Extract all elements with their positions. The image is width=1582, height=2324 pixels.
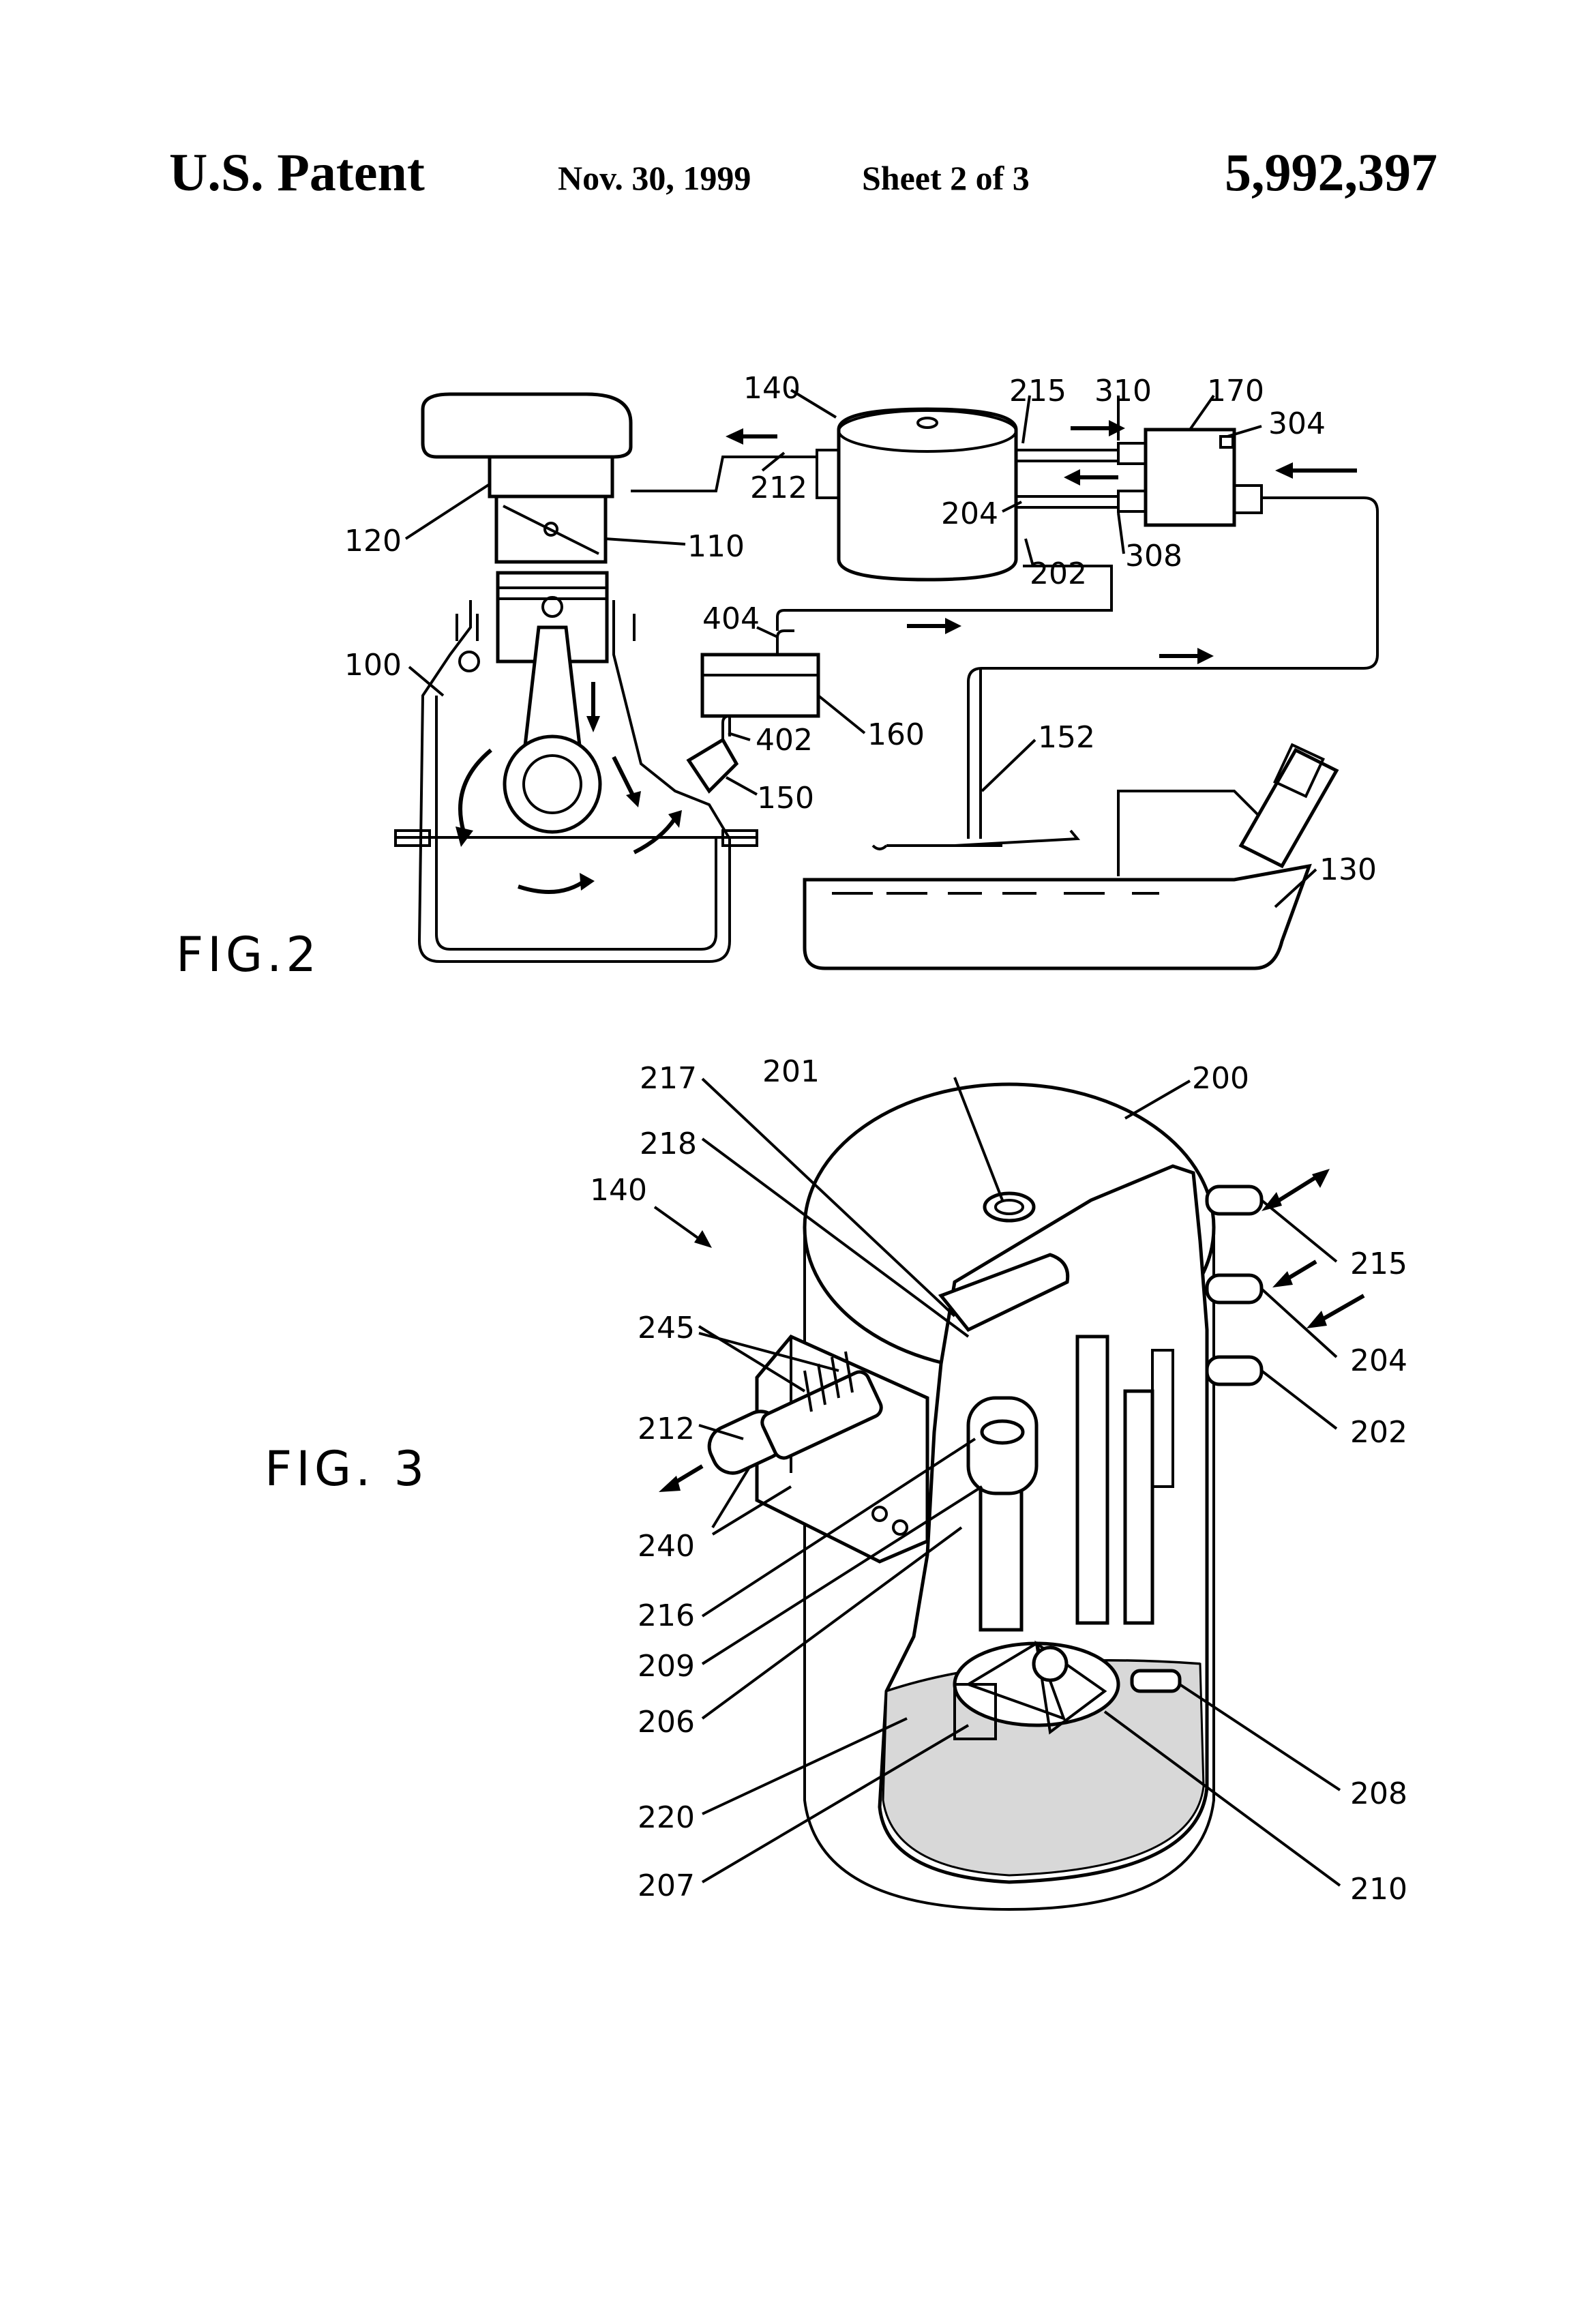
fig2-label-140: 140 (743, 371, 801, 406)
fig2-label-204: 204 (941, 496, 998, 531)
fig2-caption: FIG.2 (176, 927, 320, 983)
fig2-label-215: 215 (1009, 374, 1066, 408)
fig3-label-140: 140 (590, 1173, 647, 1208)
fig3-label-204: 204 (1350, 1343, 1407, 1378)
fig2-label-100: 100 (344, 648, 402, 683)
fig3-label-240: 240 (638, 1529, 695, 1564)
fig3-label-201: 201 (762, 1054, 820, 1089)
fig2-label-170: 170 (1207, 374, 1264, 408)
fig3-label-245: 245 (638, 1311, 695, 1345)
fig3-label-208: 208 (1350, 1776, 1407, 1811)
fig2-label-202: 202 (1030, 556, 1087, 591)
separator-160 (702, 655, 818, 716)
fig3-caption: FIG. 3 (265, 1441, 428, 1497)
fig2-label-152: 152 (1038, 720, 1095, 755)
fig3-label-215: 215 (1350, 1247, 1407, 1281)
fig3-label-207: 207 (638, 1868, 695, 1903)
fig3-label-217: 217 (640, 1061, 697, 1096)
fig3-label-202: 202 (1350, 1415, 1407, 1450)
carburetor-top (490, 457, 612, 496)
fig3-drawing (655, 1077, 1364, 1909)
air-cleaner (423, 394, 631, 457)
fig2-label-404: 404 (702, 601, 760, 636)
fig2-label-212: 212 (750, 471, 807, 505)
fig2-drawing (395, 390, 1377, 968)
fig2-label-308: 308 (1125, 539, 1182, 573)
fig3-label-209: 209 (638, 1649, 695, 1684)
fig3-label-216: 216 (638, 1598, 695, 1633)
fig2-label-304: 304 (1268, 406, 1326, 441)
fig3-label-206: 206 (638, 1705, 695, 1740)
fig2-label-110: 110 (687, 529, 745, 564)
pump-140 (839, 409, 1016, 580)
fig3-label-218: 218 (640, 1127, 697, 1161)
fig2-label-402: 402 (756, 723, 813, 758)
fig2-label-310: 310 (1094, 374, 1152, 408)
fuel-tank-130 (805, 866, 1309, 968)
fig2-label-120: 120 (344, 524, 402, 558)
fig3-label-212: 212 (638, 1412, 695, 1446)
fig3-label-210: 210 (1350, 1872, 1407, 1907)
fig2-label-130: 130 (1319, 852, 1377, 887)
breather-fitting (689, 740, 736, 791)
fig2-label-150: 150 (757, 781, 814, 816)
fig3-label-220: 220 (638, 1800, 695, 1835)
fig3-label-200: 200 (1192, 1061, 1249, 1096)
fig2-label-160: 160 (867, 717, 925, 752)
